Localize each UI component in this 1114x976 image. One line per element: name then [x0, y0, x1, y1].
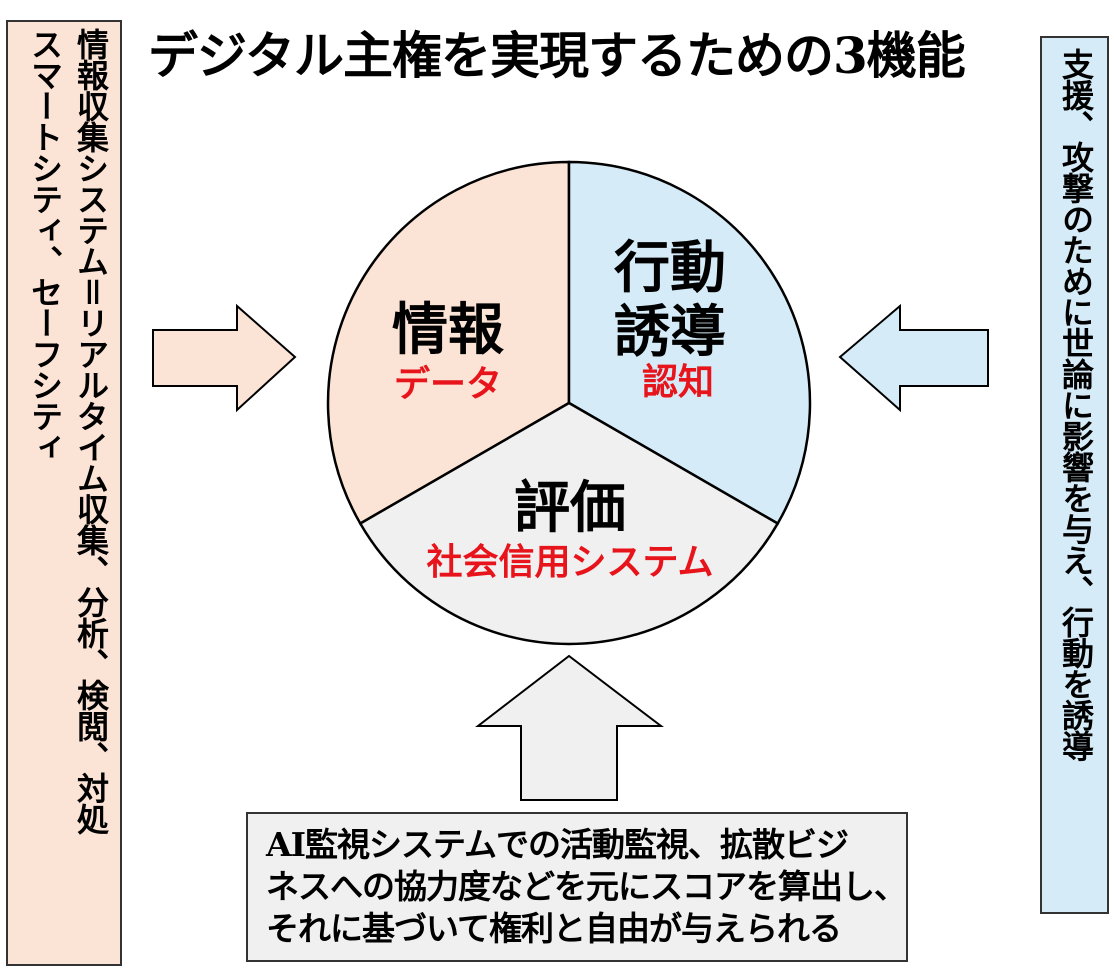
segment-eval — [358, 401, 780, 646]
segment-action-title-1: 行動 — [614, 235, 726, 301]
segment-info — [326, 160, 571, 526]
segment-eval-label: 評価 社会信用システム — [400, 476, 740, 584]
segment-action-sub: 認知 — [641, 361, 714, 403]
arrow-up-icon — [475, 654, 664, 801]
segment-eval-title: 評価 — [514, 475, 626, 541]
segment-action-label: 行動 誘導 認知 — [600, 236, 740, 404]
left-info-line-2: スマートシティ、セーフシティ — [26, 28, 64, 462]
left-info-text: 情報収集システム＝リアルタイム収集、分析、検閲、対処 スマートシティ、セーフシテ… — [22, 28, 114, 834]
page-title: デジタル主権を実現するための3機能 — [148, 26, 966, 85]
bottom-info-line-1: AI監視システムでの活動監視、拡散ビジ — [266, 825, 849, 864]
bottom-info-line-2: ネスへの協力度などを元にスコアを算出し、 — [266, 867, 907, 906]
arrow-left-icon — [838, 303, 989, 413]
segment-action-title-2: 誘導 — [614, 299, 726, 365]
segment-action — [567, 160, 812, 526]
arrow-right-icon — [152, 303, 297, 413]
segment-info-title: 情報 — [392, 297, 504, 363]
left-info-line-1: 情報収集システム＝リアルタイム収集、分析、検閲、対処 — [72, 28, 110, 834]
segment-info-sub: データ — [393, 363, 502, 405]
segment-eval-sub: 社会信用システム — [426, 541, 714, 583]
bottom-info-box: AI監視システムでの活動監視、拡散ビジ ネスへの協力度などを元にスコアを算出し、… — [246, 812, 908, 962]
bottom-info-line-3: それに基づいて権利と自由が与えられる — [266, 909, 842, 948]
left-info-box: 情報収集システム＝リアルタイム収集、分析、検閲、対処 スマートシティ、セーフシテ… — [6, 20, 122, 966]
right-info-box: 支援、攻撃のために世論に影響を与え、行動を誘導 — [1040, 36, 1109, 914]
segment-info-label: 情報 データ — [378, 298, 518, 406]
right-info-text: 支援、攻撃のために世論に影響を与え、行動を誘導 — [1057, 48, 1095, 761]
